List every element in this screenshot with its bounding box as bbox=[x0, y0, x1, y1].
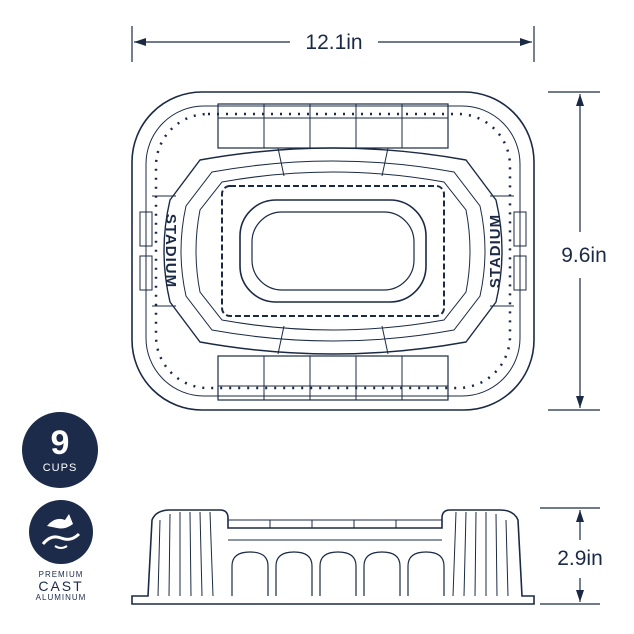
material-line2: CAST bbox=[38, 578, 84, 594]
depth-dimension bbox=[548, 91, 600, 411]
material-line1: PREMIUM bbox=[38, 570, 84, 579]
stadium-text-right: STADIUM bbox=[487, 214, 504, 288]
pan-top-view bbox=[131, 91, 535, 411]
capacity-unit: CUPS bbox=[42, 462, 78, 474]
material-badge: PREMIUM CAST ALUMINUM bbox=[18, 500, 104, 602]
cast-aluminum-icon bbox=[29, 500, 93, 564]
height-label: 2.9in bbox=[557, 547, 603, 570]
height-dimension bbox=[540, 507, 600, 605]
capacity-number: 9 bbox=[50, 424, 70, 462]
width-label: 12.1in bbox=[305, 31, 362, 54]
pan-side-view bbox=[131, 509, 535, 605]
capacity-badge: 9 CUPS bbox=[22, 412, 98, 488]
material-line3: ALUMINUM bbox=[35, 593, 87, 602]
stadium-text-left: STADIUM bbox=[162, 214, 179, 288]
width-dimension bbox=[131, 26, 535, 62]
depth-label: 9.6in bbox=[561, 244, 607, 267]
